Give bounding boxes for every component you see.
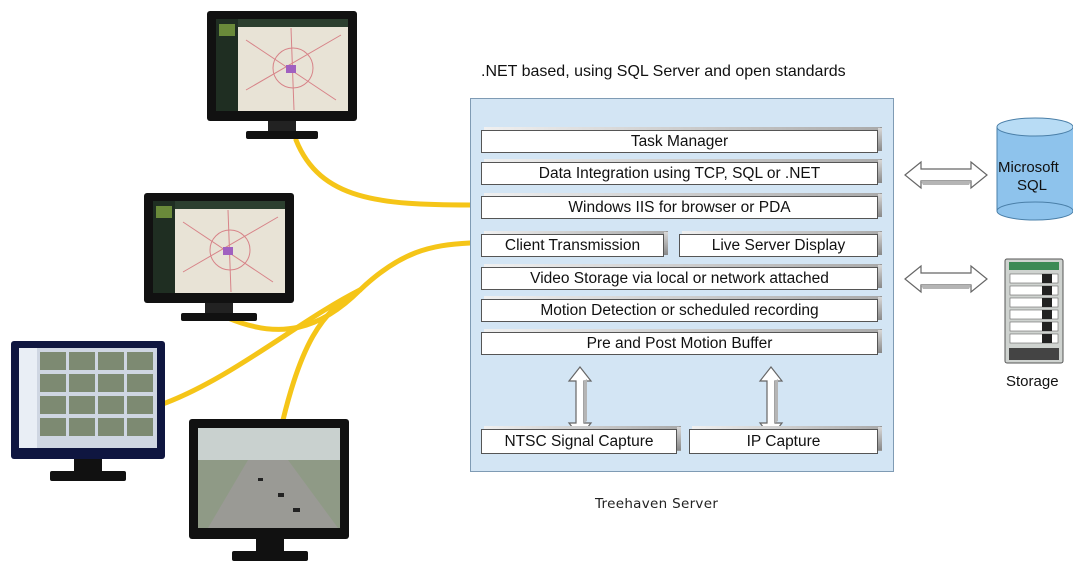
layer-data-integration: Data Integration using TCP, SQL or .NET — [481, 159, 882, 185]
storage-label: Storage — [1006, 373, 1059, 390]
layer-ntsc-capture: NTSC Signal Capture — [481, 426, 681, 454]
layer-label: Video Storage via local or network attac… — [530, 269, 829, 287]
arrow-storage-leftright-icon — [904, 264, 988, 294]
storage-rack-icon — [1004, 258, 1064, 364]
monitor-highway-view — [188, 418, 352, 563]
layer-windows-iis: Windows IIS for browser or PDA — [481, 193, 882, 219]
layer-task-manager: Task Manager — [481, 127, 882, 153]
layer-label: Motion Detection or scheduled recording — [540, 301, 819, 319]
database-label-line1: Microsoft — [998, 159, 1059, 176]
layer-label: Task Manager — [630, 132, 729, 150]
layer-client-transmission: Client Transmission — [481, 231, 668, 257]
layer-motion-detection: Motion Detection or scheduled recording — [481, 296, 882, 322]
layer-motion-buffer: Pre and Post Motion Buffer — [481, 329, 882, 355]
database-cylinder: Microsoft SQL — [995, 117, 1073, 221]
layer-ip-capture: IP Capture — [689, 426, 882, 454]
layer-label: Live Server Display — [711, 236, 846, 254]
wire-monitor-1 — [293, 137, 473, 208]
server-stack: Task Manager Data Integration using TCP,… — [470, 98, 894, 472]
layer-label: Pre and Post Motion Buffer — [586, 334, 773, 352]
monitor-map-top — [206, 10, 358, 142]
layer-label: Data Integration using TCP, SQL or .NET — [538, 164, 821, 182]
layer-live-server-display: Live Server Display — [679, 231, 882, 257]
server-label: Treehaven Server — [595, 496, 719, 512]
layer-label: Windows IIS for browser or PDA — [568, 198, 791, 216]
arrow-sql-leftright-icon — [904, 160, 988, 190]
layer-label: Client Transmission — [504, 236, 641, 254]
wire-monitor-4 — [280, 287, 363, 423]
database-label-line2: SQL — [1017, 177, 1048, 194]
layer-label: IP Capture — [746, 432, 821, 450]
database-icon — [996, 117, 1073, 221]
monitor-camera-grid — [10, 340, 168, 486]
architecture-caption: .NET based, using SQL Server and open st… — [481, 63, 846, 80]
monitor-map-middle — [143, 192, 295, 326]
layer-label: NTSC Signal Capture — [504, 432, 654, 450]
layer-video-storage: Video Storage via local or network attac… — [481, 264, 882, 290]
